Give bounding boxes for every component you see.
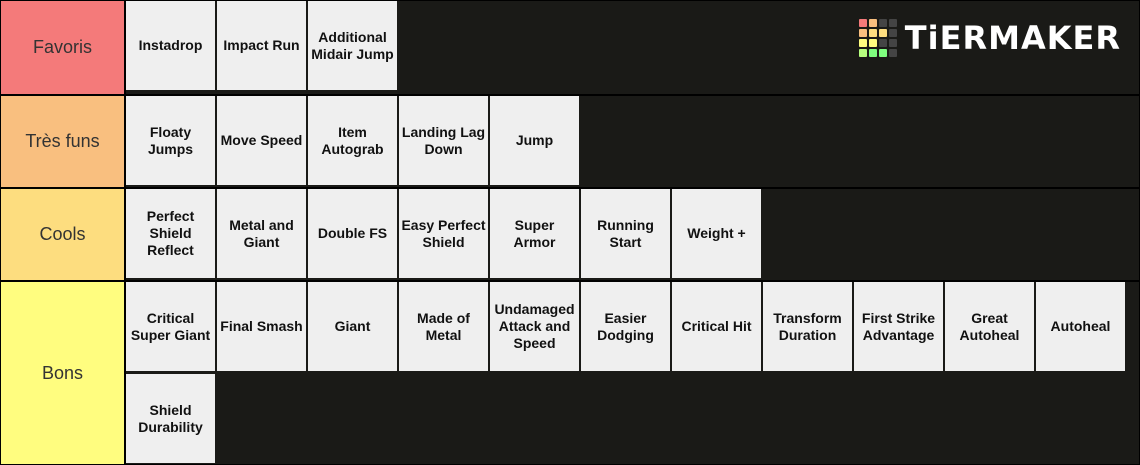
tier-label-favoris[interactable]: Favoris (1, 1, 126, 94)
tier-item[interactable]: Metal and Giant (217, 189, 307, 279)
tier-label-bons[interactable]: Bons (1, 282, 126, 464)
tier-item[interactable]: Double FS (308, 189, 398, 279)
tier-item[interactable]: Transform Duration (763, 282, 853, 372)
tier-row-bons: Bons Critical Super Giant Final Smash Gi… (1, 280, 1139, 464)
tier-items-tres-funs: Floaty Jumps Move Speed Item Autograb La… (126, 96, 1139, 187)
tier-item[interactable]: Super Armor (490, 189, 580, 279)
tier-item[interactable]: Great Autoheal (945, 282, 1035, 372)
tier-row-cools: Cools Perfect Shield Reflect Metal and G… (1, 187, 1139, 280)
tier-items-favoris: Instadrop Impact Run Additional Midair J… (126, 1, 1139, 94)
tier-row-favoris: Favoris Instadrop Impact Run Additional … (1, 1, 1139, 94)
tier-items-bons: Critical Super Giant Final Smash Giant M… (126, 282, 1139, 464)
tier-item[interactable]: Easier Dodging (581, 282, 671, 372)
tier-item[interactable]: Made of Metal (399, 282, 489, 372)
tier-item[interactable]: Giant (308, 282, 398, 372)
tier-item[interactable]: Move Speed (217, 96, 307, 186)
tiermaker-logo: TiERMAKER (858, 19, 1121, 57)
tier-item[interactable]: Impact Run (217, 1, 307, 91)
tier-item[interactable]: Additional Midair Jump (308, 1, 398, 91)
tier-item[interactable]: Item Autograb (308, 96, 398, 186)
tier-label-cools[interactable]: Cools (1, 189, 126, 280)
tier-item[interactable]: Final Smash (217, 282, 307, 372)
logo-text: TiERMAKER (904, 19, 1121, 57)
tier-item[interactable]: Undamaged Attack and Speed (490, 282, 580, 372)
tier-label-tres-funs[interactable]: Très funs (1, 96, 126, 187)
tier-item[interactable]: Jump (490, 96, 580, 186)
tier-item[interactable]: Floaty Jumps (126, 96, 216, 186)
tier-item[interactable]: Weight + (672, 189, 762, 279)
tier-item[interactable]: Instadrop (126, 1, 216, 91)
tier-item[interactable]: Perfect Shield Reflect (126, 189, 216, 279)
tier-item[interactable]: Easy Perfect Shield (399, 189, 489, 279)
tier-item[interactable]: Critical Hit (672, 282, 762, 372)
tier-item[interactable]: Running Start (581, 189, 671, 279)
logo-grid-icon (858, 19, 897, 57)
tier-items-cools: Perfect Shield Reflect Metal and Giant D… (126, 189, 1139, 280)
tier-item[interactable]: Shield Durability (126, 374, 216, 464)
tier-item[interactable]: First Strike Advantage (854, 282, 944, 372)
tier-item[interactable]: Critical Super Giant (126, 282, 216, 372)
tier-row-tres-funs: Très funs Floaty Jumps Move Speed Item A… (1, 94, 1139, 187)
tier-item[interactable]: Landing Lag Down (399, 96, 489, 186)
tier-item[interactable]: Autoheal (1036, 282, 1126, 372)
